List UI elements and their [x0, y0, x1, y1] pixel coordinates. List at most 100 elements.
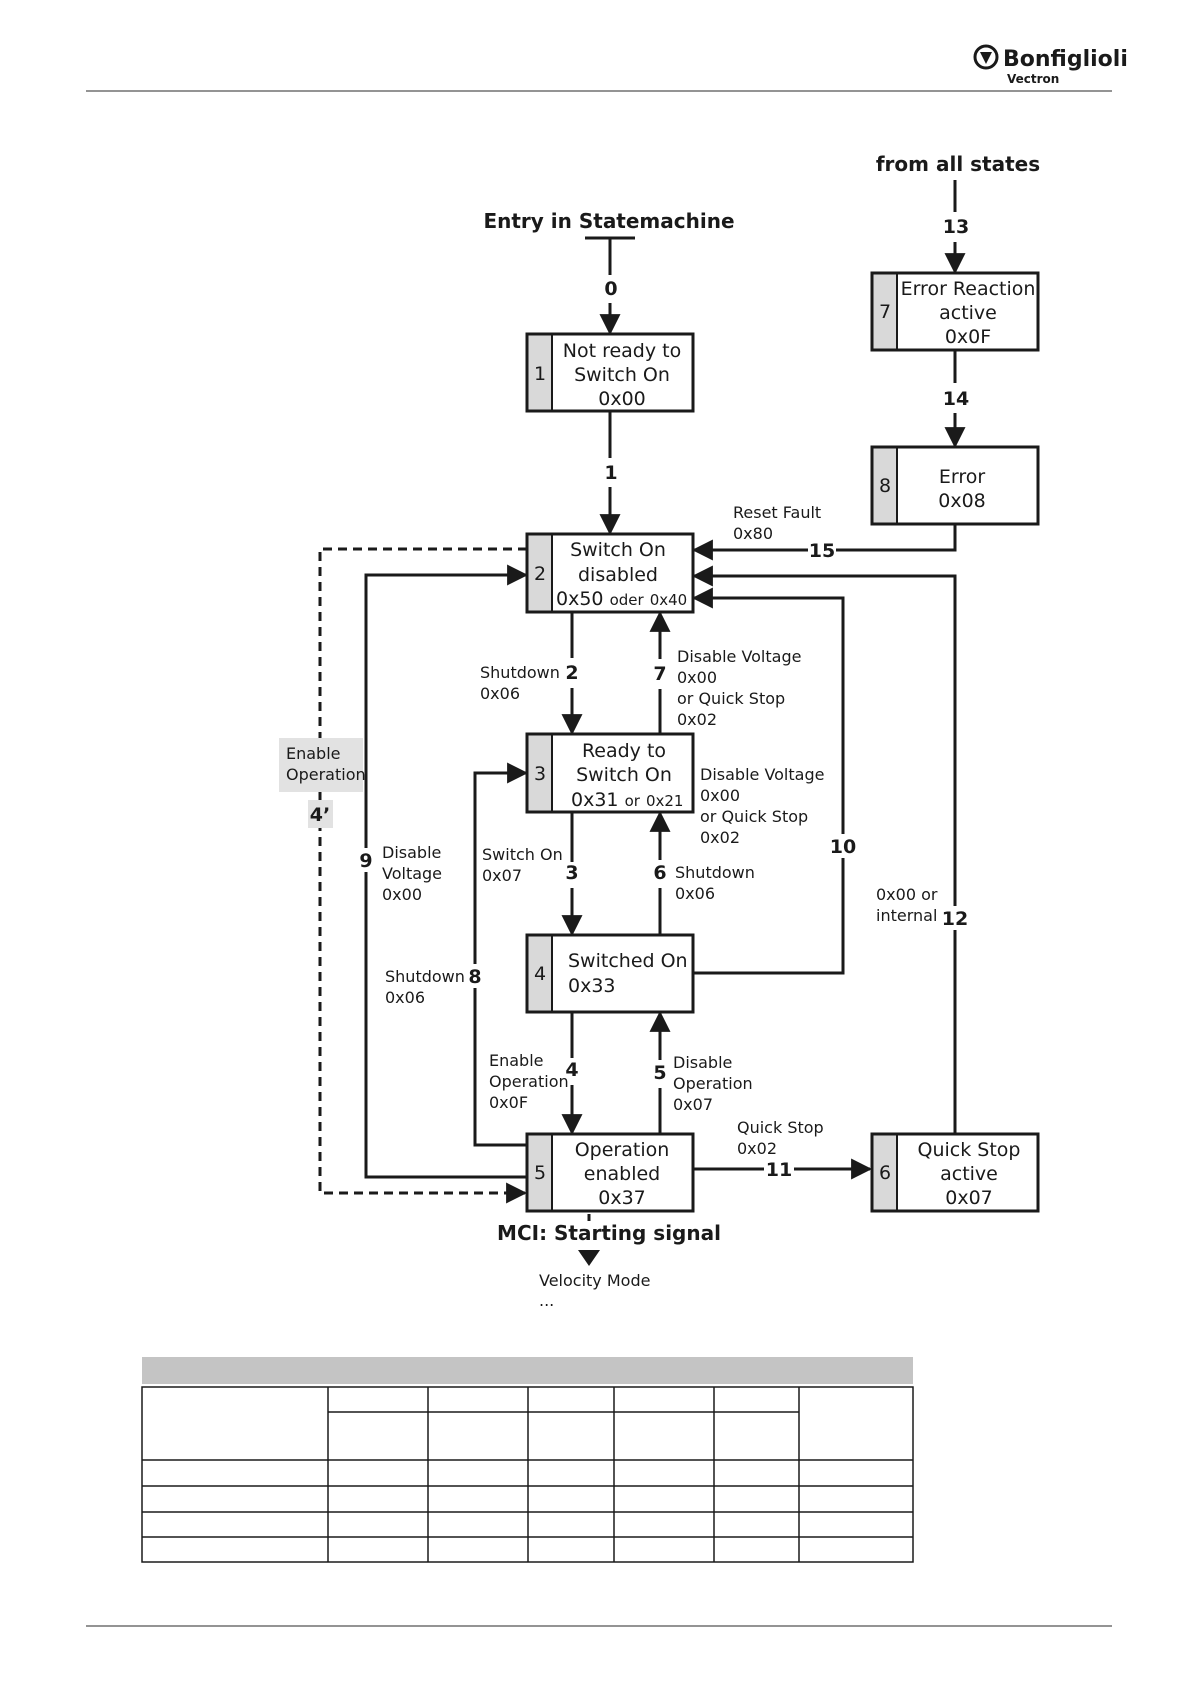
state-number: 7 [879, 301, 891, 323]
t8-label-bg [465, 964, 485, 988]
state-3-ready-to-switch-on: 3 Ready to Switch On 0x31 or 0x21 [525, 732, 695, 814]
label-enable-operation-4: 0x0F [489, 1093, 528, 1112]
label-disable-voltage-7: or Quick Stop [677, 689, 785, 708]
arrow-t8 [473, 762, 529, 1147]
state-code: 0x07 [945, 1187, 993, 1209]
state-line: active [939, 302, 997, 324]
state-number: 5 [534, 1162, 546, 1184]
t11-label-bg [764, 1159, 794, 1181]
state-line: Quick Stop [918, 1139, 1021, 1161]
transition-6: 6 [653, 862, 666, 884]
enable-operation-label-box [279, 738, 363, 792]
state-8-error: 8 Error 0x08 [870, 445, 1040, 526]
label-enable-operation-4p: Operation [286, 765, 366, 784]
state-line: Error [939, 466, 986, 488]
t9-label-bg [356, 848, 376, 872]
label-switch-on-3: 0x07 [482, 866, 522, 885]
label-reset-fault: Reset Fault [733, 503, 821, 522]
state-line: active [940, 1163, 998, 1185]
state-line: Switched On [568, 950, 688, 972]
logo-subtext: Vectron [1007, 72, 1059, 86]
state-line: enabled [584, 1163, 660, 1185]
state-6-quick-stop-active: 6 Quick Stop active 0x07 [870, 1132, 1040, 1213]
entry-label: Entry in Statemachine [483, 209, 734, 233]
transition-13: 13 [943, 216, 969, 238]
label-disable-voltage-10: Disable Voltage [700, 765, 824, 784]
header: Bonfiglioli Vectron [86, 44, 1128, 92]
label-disable-operation-5: Disable [673, 1053, 732, 1072]
label-enable-operation-4: Enable [489, 1051, 544, 1070]
state-line: Switch On [570, 539, 666, 561]
transition-2: 2 [565, 662, 578, 684]
label-enable-operation-4: Operation [489, 1072, 569, 1091]
state-number: 6 [879, 1162, 891, 1184]
label-shutdown-6: 0x06 [675, 884, 715, 903]
label-shutdown-2: Shutdown [480, 663, 560, 682]
transition-4-prime: 4’ [310, 804, 330, 826]
state-line: Operation [575, 1139, 670, 1161]
label-disable-operation-5: Operation [673, 1074, 753, 1093]
state-machine-diagram: from all states Entry in Statemachine 0 … [279, 152, 1040, 1310]
t12-label-bg [941, 906, 969, 930]
state-4-switched-on: 4 Switched On 0x33 [525, 933, 695, 1014]
label-internal: 0x00 or [876, 885, 938, 904]
state-number: 3 [534, 763, 546, 785]
state-line: Not ready to [563, 340, 681, 362]
mci-label: MCI: Starting signal [497, 1221, 721, 1245]
state-1-not-ready: 1 Not ready to Switch On 0x00 [525, 332, 695, 413]
ellipsis-label: ... [539, 1291, 554, 1310]
logo-icon [973, 44, 999, 70]
state-5-operation-enabled: 5 Operation enabled 0x37 [525, 1132, 695, 1213]
logo-text: Bonfiglioli [1003, 47, 1128, 72]
state-7-error-reaction-active: 7 Error Reaction active 0x0F [870, 271, 1040, 352]
label-shutdown-2: 0x06 [480, 684, 520, 703]
empty-table [141, 1357, 914, 1563]
state-number: 1 [534, 363, 546, 385]
state-number: 8 [879, 475, 891, 497]
state-code: 0x50 oder 0x40 [556, 588, 687, 610]
label-internal: internal [876, 906, 937, 925]
label-disable-voltage-10: 0x00 [700, 786, 740, 805]
state-tab [872, 1134, 897, 1211]
arrow-t12 [691, 565, 957, 1134]
transition-5: 5 [653, 1062, 666, 1084]
t10-label-bg [827, 834, 859, 858]
label-switch-on-3: Switch On [482, 845, 563, 864]
state-line: Error Reaction [901, 278, 1036, 300]
state-code: 0x33 [568, 975, 616, 997]
from-all-states-label: from all states [876, 152, 1040, 176]
state-box [525, 1132, 695, 1213]
label-enable-operation-4p: Enable [286, 744, 341, 763]
arrow-t4-prime [318, 547, 528, 1204]
transition-10: 10 [830, 836, 856, 858]
label-reset-fault-code: 0x80 [733, 524, 773, 543]
state-tab [527, 935, 552, 1012]
transition-9: 9 [359, 850, 372, 872]
state-code: 0x00 [598, 388, 646, 410]
state-code: 0x08 [938, 490, 986, 512]
state-tab [527, 534, 552, 612]
transition-12: 12 [942, 908, 968, 930]
state-tab [527, 1134, 552, 1211]
transition-0: 0 [604, 278, 617, 300]
state-number: 4 [534, 963, 546, 985]
t15-label-bg [808, 540, 836, 560]
state-code: 0x31 or 0x21 [571, 789, 683, 811]
transition-7: 7 [653, 663, 666, 685]
state-tab [527, 734, 552, 812]
label-disable-voltage-7: 0x02 [677, 710, 717, 729]
transition-8: 8 [468, 966, 481, 988]
state-code: 0x0F [945, 326, 991, 348]
state-tab [527, 334, 552, 411]
arrow-t9 [364, 564, 529, 1179]
label-disable-voltage-9: Disable [382, 843, 441, 862]
velocity-mode-label: Velocity Mode [539, 1271, 650, 1290]
logo-icon-mark [980, 52, 992, 64]
t4-prime-label-box [308, 800, 333, 828]
transition-14: 14 [943, 388, 969, 410]
state-number: 2 [534, 563, 546, 585]
state-code: 0x37 [598, 1187, 646, 1209]
transition-4: 4 [565, 1059, 578, 1081]
transition-15: 15 [809, 540, 835, 562]
